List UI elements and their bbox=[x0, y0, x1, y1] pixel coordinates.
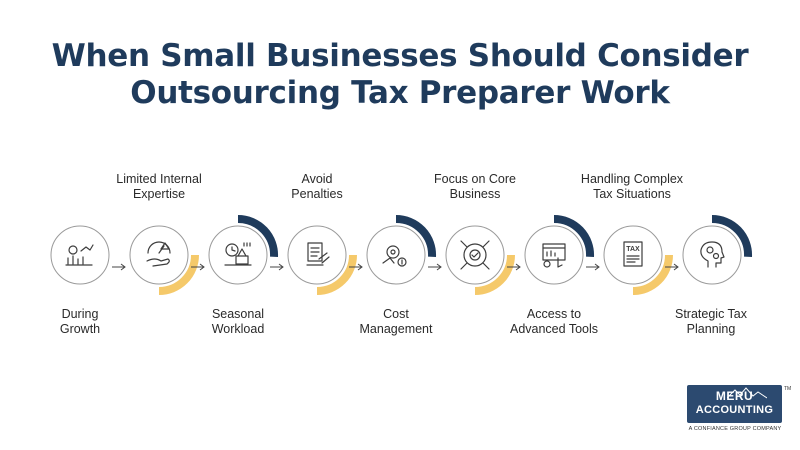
step-node-8: TAX bbox=[603, 225, 679, 295]
gold-arc bbox=[316, 254, 357, 295]
connector-arrow bbox=[112, 263, 126, 271]
gauge-hand-icon bbox=[146, 241, 171, 267]
connector-arrow bbox=[349, 263, 363, 271]
step-node-7 bbox=[524, 214, 600, 285]
node-ring bbox=[50, 225, 110, 285]
step-node-9 bbox=[682, 214, 753, 285]
step-node-2 bbox=[129, 225, 205, 295]
logo-line-1: MERU bbox=[715, 389, 754, 403]
dark-arc bbox=[553, 214, 595, 257]
focus-target-icon bbox=[460, 240, 490, 270]
clock-workload-icon bbox=[224, 242, 252, 266]
page-title: When Small Businesses Should Consider Ou… bbox=[0, 38, 800, 112]
step-node-1 bbox=[50, 225, 126, 285]
dark-arc bbox=[711, 214, 753, 257]
logo-trademark: TM bbox=[784, 386, 792, 392]
step-node-4 bbox=[287, 225, 363, 295]
step-node-6 bbox=[445, 225, 521, 295]
node-ring bbox=[524, 225, 584, 285]
connector-arrow bbox=[507, 263, 521, 271]
gold-arc bbox=[474, 254, 515, 295]
dark-arc bbox=[237, 214, 279, 257]
logo-line-2: ACCOUNTING bbox=[695, 404, 774, 416]
mountain-icon bbox=[727, 387, 767, 399]
connector-arrow bbox=[191, 263, 205, 271]
cost-gear-icon bbox=[382, 245, 407, 267]
connector-arrow bbox=[665, 263, 679, 271]
step-node-3 bbox=[208, 214, 284, 285]
node-ring bbox=[129, 225, 189, 285]
title-line-1: When Small Businesses Should Consider bbox=[51, 38, 749, 74]
title-line-2: Outsourcing Tax Preparer Work bbox=[130, 75, 670, 111]
node-ring bbox=[603, 225, 663, 285]
node-ring bbox=[445, 225, 505, 285]
gold-arc bbox=[632, 254, 673, 295]
node-ring bbox=[682, 225, 742, 285]
node-ring bbox=[366, 225, 426, 285]
tax-document-icon: TAX bbox=[623, 241, 643, 267]
gold-arc bbox=[158, 254, 199, 295]
money-growth-icon bbox=[65, 244, 94, 266]
svg-text:TAX: TAX bbox=[626, 246, 640, 253]
head-gears-icon bbox=[700, 241, 725, 268]
document-gavel-icon bbox=[306, 242, 330, 266]
process-diagram: TAX bbox=[50, 214, 753, 295]
connector-arrow bbox=[270, 263, 284, 271]
meru-accounting-logo: MERU ACCOUNTING bbox=[687, 385, 782, 423]
dark-arc bbox=[395, 214, 437, 257]
advanced-tools-icon bbox=[542, 243, 566, 268]
node-ring bbox=[287, 225, 347, 285]
connector-arrow bbox=[428, 263, 442, 271]
logo-tagline: A CONFIANCE GROUP COMPANY bbox=[688, 426, 782, 432]
step-node-5 bbox=[366, 214, 442, 285]
connector-arrow bbox=[586, 263, 600, 271]
